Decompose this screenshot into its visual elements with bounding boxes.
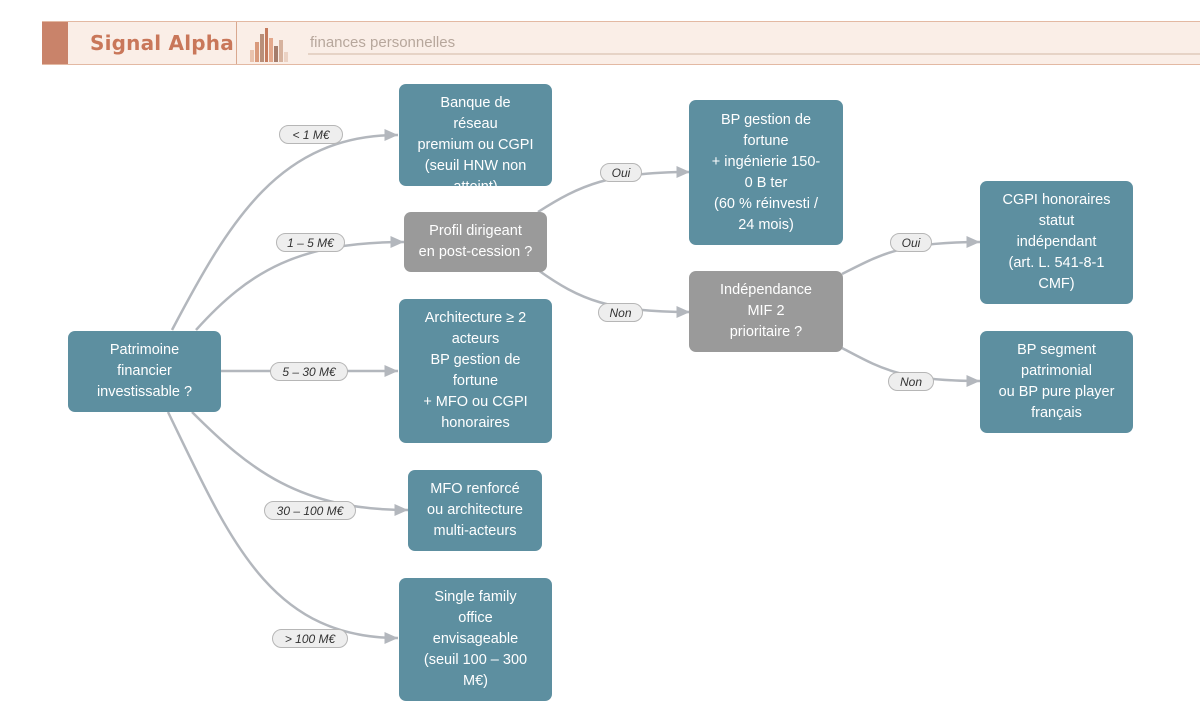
node-architecture-label: Architecture ≥ 2 acteurs BP gestion de f… [423, 310, 528, 431]
edge-label-1-5: 1 – 5 M€ [276, 233, 345, 252]
node-cgpi-honoraires[interactable]: CGPI honoraires statut indépendant (art.… [980, 181, 1133, 304]
header-divider [236, 22, 237, 64]
node-bp-segment[interactable]: BP segment patrimonial ou BP pure player… [980, 331, 1133, 433]
brand-name[interactable]: Signal Alpha [90, 31, 234, 55]
node-sfo-label: Single family office envisageable (seuil… [423, 589, 528, 689]
edge-root-sfo [166, 411, 399, 644]
node-independance[interactable]: Indépendance MIF 2 prioritaire ? [689, 271, 843, 352]
edge-root-mfo [191, 411, 409, 516]
bar-chart-logo-icon [250, 28, 288, 62]
edge-profil-oui [537, 166, 691, 214]
node-profil-label: Profil dirigeant en post-cession ? [418, 223, 533, 260]
header-banner: Signal Alpha finances personnelles [42, 21, 1200, 65]
edge-label-profil-non: Non [598, 303, 643, 322]
node-mfo-label: MFO renforcé ou architecture multi-acteu… [427, 481, 523, 539]
root-node-label: Patrimoine financier investissable ? [96, 342, 193, 400]
node-profil-dirigeant[interactable]: Profil dirigeant en post-cession ? [404, 212, 547, 272]
node-bp-ingenierie-label: BP gestion de fortune + ingénierie 150- … [711, 111, 821, 233]
tagline-rule [308, 53, 1200, 55]
edge-root-lt1 [170, 129, 399, 331]
node-cgpi-honoraires-label: CGPI honoraires statut indépendant (art.… [1002, 192, 1111, 292]
edge-label-indep-oui: Oui [890, 233, 932, 252]
node-independance-label: Indépendance MIF 2 prioritaire ? [720, 282, 812, 340]
edge-label-indep-non: Non [888, 372, 934, 391]
brand-color-block [42, 22, 68, 64]
edge-label-gt100: > 100 M€ [272, 629, 348, 648]
tagline: finances personnelles [310, 34, 456, 51]
node-sfo[interactable]: Single family office envisageable (seuil… [399, 578, 552, 701]
edge-label-30-100: 30 – 100 M€ [264, 501, 356, 520]
edge-label-5-30: 5 – 30 M€ [270, 362, 348, 381]
node-architecture[interactable]: Architecture ≥ 2 acteurs BP gestion de f… [399, 299, 552, 443]
node-bp-ingenierie[interactable]: BP gestion de fortune + ingénierie 150- … [689, 100, 843, 245]
node-lt1-banque[interactable]: Banque de réseau premium ou CGPI (seuil … [399, 84, 552, 186]
edge-indep-non [841, 346, 981, 387]
edge-profil-non [537, 268, 691, 318]
root-node[interactable]: Patrimoine financier investissable ? [68, 331, 221, 412]
edge-label-lt1: < 1 M€ [279, 125, 343, 144]
edge-label-profil-oui: Oui [600, 163, 642, 182]
edge-root-profil [195, 236, 405, 331]
node-lt1-label: Banque de réseau premium ou CGPI (seuil … [417, 95, 534, 186]
node-mfo[interactable]: MFO renforcé ou architecture multi-acteu… [408, 470, 542, 551]
node-bp-segment-label: BP segment patrimonial ou BP pure player… [998, 342, 1115, 421]
